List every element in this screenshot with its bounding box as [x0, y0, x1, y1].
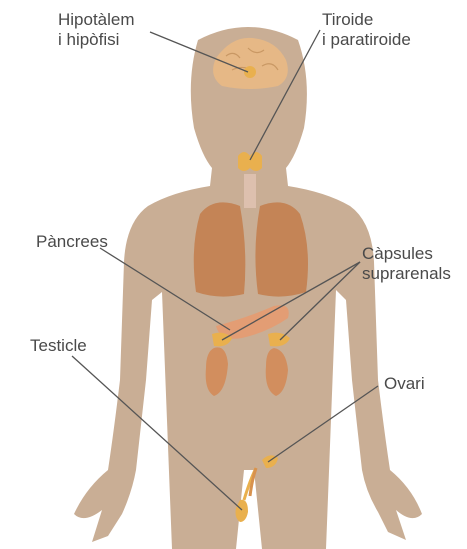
pituitary-gland — [244, 66, 256, 78]
label-hypothalamus: Hipotàlem i hipòfisi — [58, 10, 135, 50]
label-hypothalamus-line2: i hipòfisi — [58, 30, 135, 50]
right-lung — [255, 202, 308, 296]
label-ovary: Ovari — [384, 374, 425, 394]
label-testicle: Testicle — [30, 336, 87, 356]
label-adrenal: Càpsules suprarenals — [362, 244, 451, 284]
body-silhouette — [74, 27, 422, 549]
label-thyroid-line1: Tiroide — [322, 10, 411, 30]
label-ovary-line1: Ovari — [384, 374, 425, 394]
label-adrenal-line1: Càpsules — [362, 244, 451, 264]
label-adrenal-line2: suprarenals — [362, 264, 451, 284]
label-thyroid-line2: i paratiroide — [322, 30, 411, 50]
trachea — [244, 174, 256, 208]
label-hypothalamus-line1: Hipotàlem — [58, 10, 135, 30]
label-pancreas: Pàncrees — [36, 232, 108, 252]
label-testicle-line1: Testicle — [30, 336, 87, 356]
label-thyroid: Tiroide i paratiroide — [322, 10, 411, 50]
left-lung — [194, 202, 246, 296]
label-pancreas-line1: Pàncrees — [36, 232, 108, 252]
